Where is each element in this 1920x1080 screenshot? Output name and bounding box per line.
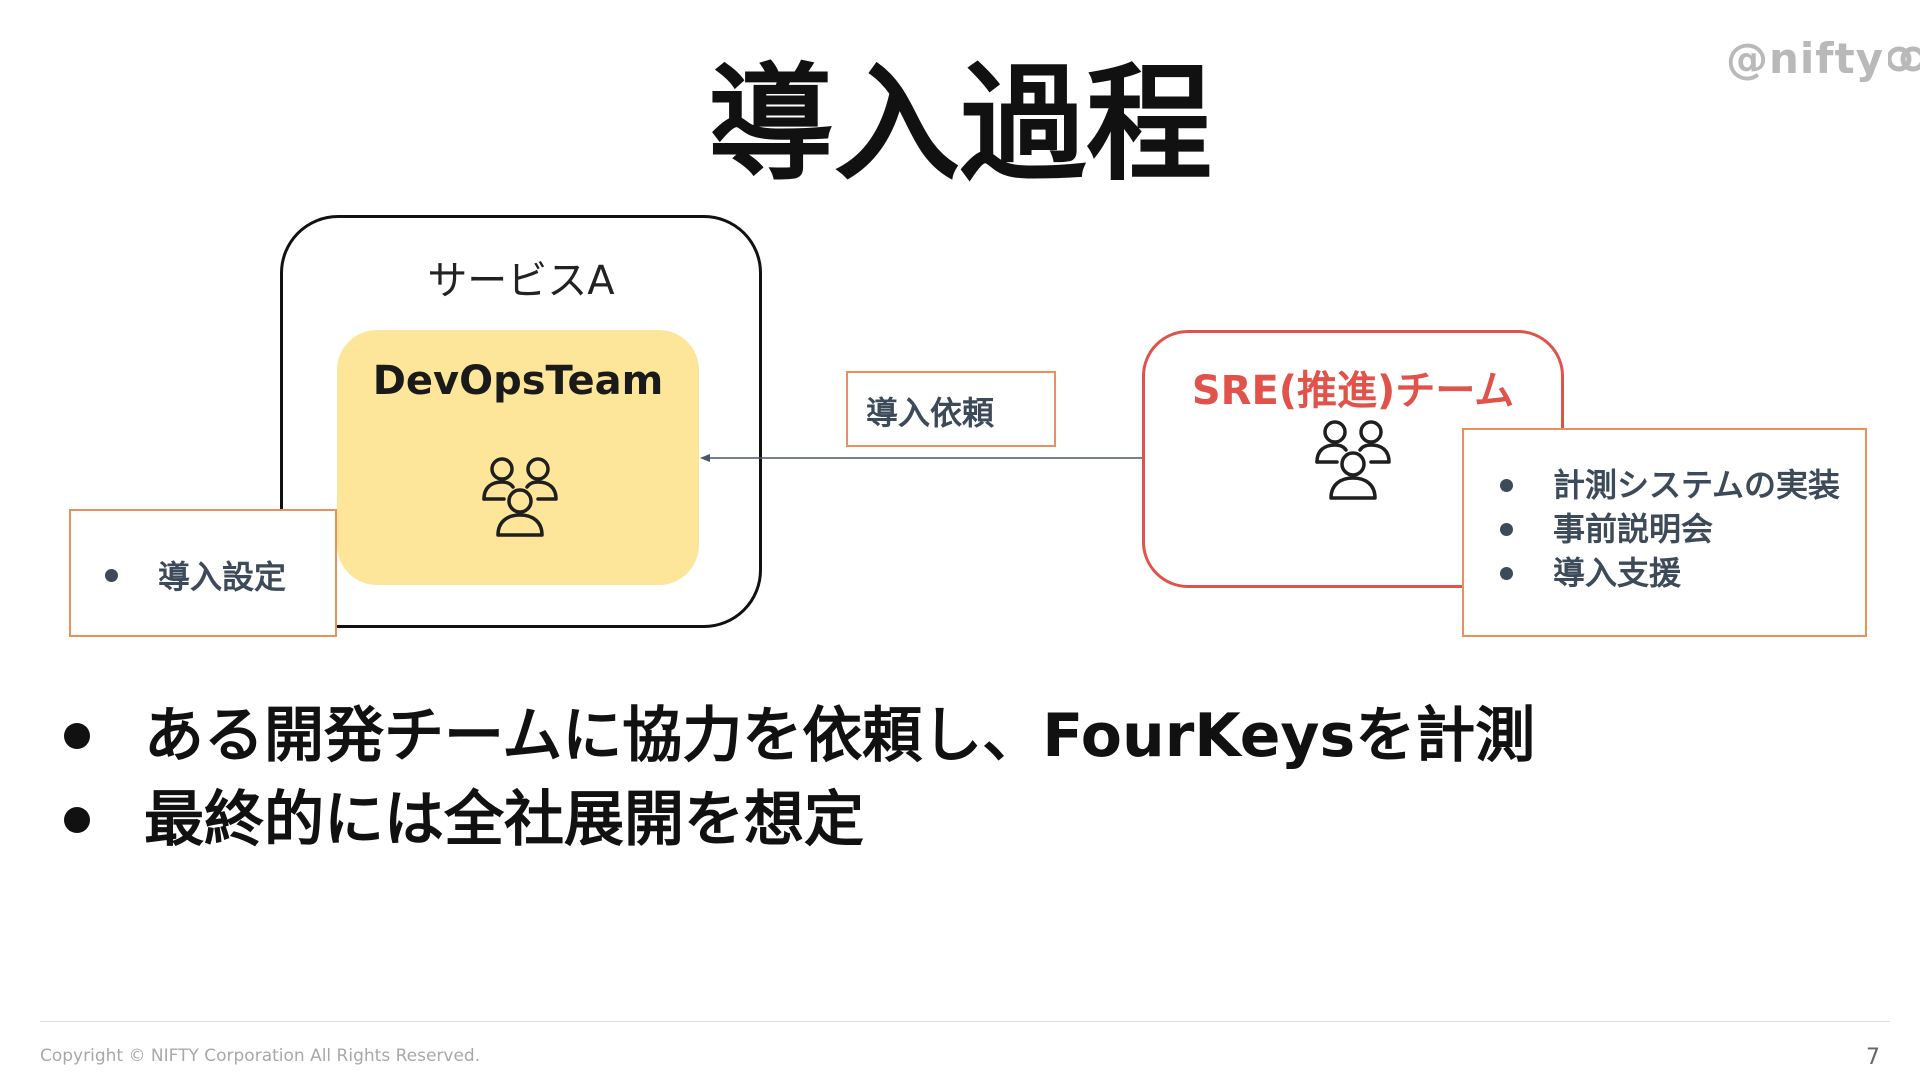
list-item: 事前説明会 (1500, 507, 1840, 551)
bullet-icon (1500, 522, 1513, 536)
logo-text: @nifty (1726, 34, 1885, 83)
bullet-icon (1500, 478, 1513, 492)
setup-callout-item: 導入設定 (105, 552, 286, 598)
footer-divider (40, 1021, 1890, 1022)
list-item: 導入支援 (1500, 551, 1840, 595)
main-bullet-text: 最終的には全社展開を想定 (144, 785, 864, 855)
sre-team-label: SRE(推進)チーム (1191, 368, 1515, 414)
page-number: 7 (1866, 1045, 1880, 1070)
page-title: 導入過程 (708, 51, 1212, 198)
request-arrow (700, 454, 1146, 462)
sre-task-text: 事前説明会 (1553, 510, 1714, 548)
people-group-icon (482, 457, 558, 537)
list-item: ある開発チームに協力を依頼し、FourKeysを計測 (60, 694, 1535, 778)
bullet-icon (1500, 566, 1513, 580)
request-label: 導入依頼 (866, 394, 995, 432)
sre-task-text: 計測システムの実装 (1553, 466, 1841, 504)
people-group-icon (1315, 420, 1391, 500)
list-item: 最終的には全社展開を想定 (60, 778, 1535, 862)
main-bullet-list: ある開発チームに協力を依頼し、FourKeysを計測 最終的には全社展開を想定 (60, 694, 1535, 862)
devops-team-box (337, 330, 699, 585)
sre-tasks-list: 計測システムの実装 事前説明会 導入支援 (1500, 463, 1840, 595)
sre-tasks-callout (1462, 428, 1867, 637)
bullet-icon (105, 568, 118, 582)
bullet-icon (64, 723, 90, 749)
devops-team-label: DevOpsTeam (372, 358, 664, 404)
main-bullet-text: ある開発チームに協力を依頼し、FourKeysを計測 (144, 701, 1536, 771)
sre-task-text: 導入支援 (1553, 554, 1682, 592)
copyright-text: Copyright © NIFTY Corporation All Rights… (40, 1046, 481, 1066)
request-label-box (846, 371, 1056, 447)
list-item: 計測システムの実装 (1500, 463, 1840, 507)
service-a-label: サービスA (427, 258, 615, 304)
nifty-mark-icon (1888, 46, 1920, 71)
nifty-logo: @nifty (1726, 34, 1920, 83)
setup-callout-text: 導入設定 (158, 558, 287, 596)
bullet-icon (64, 807, 90, 833)
